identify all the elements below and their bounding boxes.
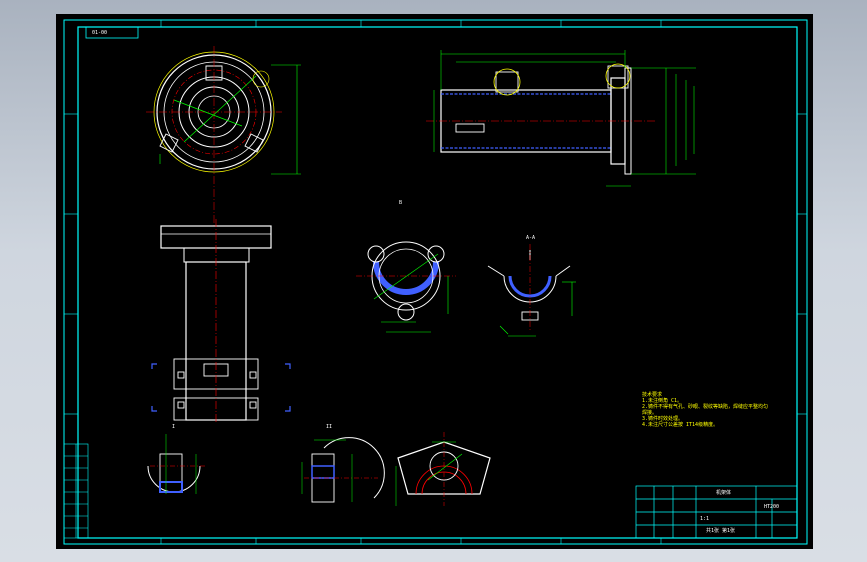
detail-view-i — [147, 434, 206, 494]
view-mark-b: B — [399, 200, 403, 206]
detail-view-segment — [395, 432, 491, 506]
drawing-canvas — [63, 19, 808, 545]
tech-req-line: 2.铸件不得有气孔、砂眼、裂纹等缺陷，焊缝应平整均匀 — [642, 404, 769, 410]
detail-view-ii — [301, 437, 385, 503]
tech-req-line: 1.未注倒角 C1。 — [642, 398, 683, 404]
tech-req-title: 技术要求 — [642, 392, 663, 398]
front-elevation-view — [151, 219, 291, 424]
top-circular-view — [146, 46, 301, 226]
title-block-sheet: 共1张 第1张 — [706, 528, 736, 534]
title-block-part-name: 机架体 — [716, 490, 732, 496]
section-view-a-a — [487, 244, 576, 337]
view-mark-i: I — [172, 424, 176, 430]
view-mark-ii: II — [326, 424, 333, 430]
tech-req-line: 3.铸件时效处理。 — [642, 416, 684, 422]
drawing-frame — [63, 19, 808, 545]
section-view-b — [356, 241, 456, 333]
title-block-scale: 1:1 — [700, 516, 710, 522]
drawing-number: 01-00 — [92, 30, 108, 36]
tech-req-line: 4.未注尺寸公差按 IT14级精度。 — [642, 422, 719, 428]
side-elevation-view — [426, 50, 696, 187]
tech-req-line: 焊接。 — [642, 410, 658, 416]
drawing-viewport[interactable]: 01-00 B A-A I II 技术要求 1.未注倒角 C1。 2.铸件不得有… — [56, 14, 813, 549]
view-mark-a-a: A-A — [526, 235, 536, 241]
title-block-material: HT200 — [764, 504, 780, 510]
technical-requirements: 技术要求 1.未注倒角 C1。 2.铸件不得有气孔、砂眼、裂纹等缺陷，焊缝应平整… — [642, 392, 768, 428]
